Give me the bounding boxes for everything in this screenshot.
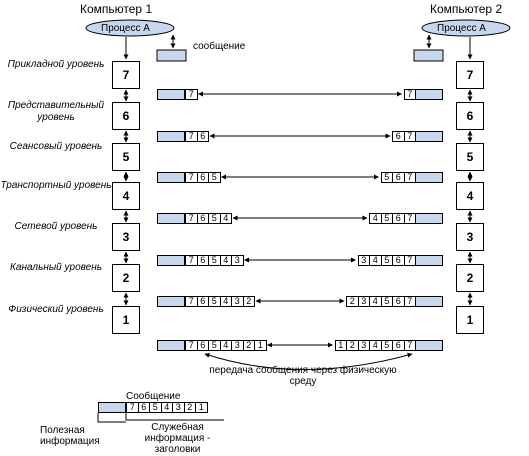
level-label: Сеансовый уровень — [9, 141, 103, 152]
level-box-right: 2 — [456, 264, 484, 292]
packet-header-cell: 2 — [242, 296, 255, 307]
process-right-label: Процесс А — [437, 23, 486, 34]
level-box-left: 3 — [112, 223, 140, 251]
packet-header-cell: 5 — [208, 172, 221, 183]
level-label: Сетевой уровень — [14, 221, 98, 232]
message-block-right — [413, 49, 444, 62]
packet-payload-right — [415, 296, 443, 307]
level-box-left: 2 — [112, 264, 140, 292]
level-box-right: 6 — [456, 102, 484, 130]
level-box-right: 5 — [456, 143, 484, 171]
level-box-left: 5 — [112, 143, 140, 171]
packet-payload-left — [157, 213, 185, 224]
legend-payload-bracket — [97, 413, 126, 423]
packet-payload-left — [157, 172, 185, 183]
packet-payload-right — [415, 255, 443, 266]
packet-payload-left — [157, 255, 185, 266]
level-box-left: 7 — [112, 61, 140, 89]
computer2-title: Компьютер 2 — [430, 2, 503, 16]
packet-payload-right — [415, 172, 443, 183]
packet-header-cell: 3 — [231, 255, 244, 266]
legend-service-label: Служебная информация - заголовки — [144, 422, 211, 455]
packet-header-cell: 6 — [196, 131, 209, 142]
packet-payload-right — [415, 213, 443, 224]
legend-service-bracket — [125, 413, 224, 421]
computer1-title: Компьютер 1 — [80, 2, 153, 16]
level-label: Канальный уровень — [10, 262, 102, 273]
level-label: Представительный уровень — [7, 100, 105, 123]
transfer-curve — [204, 352, 413, 370]
message-block-left — [156, 49, 187, 62]
level-box-left: 1 — [112, 306, 140, 334]
process-a-right-ellipse — [421, 19, 511, 37]
legend-message-label: Сообщение — [126, 391, 181, 402]
level-box-left: 6 — [112, 102, 140, 130]
legend-header-cell: 1 — [195, 402, 208, 413]
level-box-right: 1 — [456, 306, 484, 334]
level-box-right: 7 — [456, 61, 484, 89]
packet-payload-right — [415, 340, 443, 351]
level-label: Прикладной уровень — [7, 59, 105, 70]
process-a-left-ellipse — [85, 19, 175, 37]
packet-payload-left — [157, 340, 185, 351]
packet-payload-left — [157, 296, 185, 307]
packet-payload-right — [415, 89, 443, 100]
packet-header-cell: 7 — [185, 89, 198, 100]
packet-payload-right — [415, 131, 443, 142]
level-label: Транспортный уровень — [0, 180, 112, 191]
level-box-right: 4 — [456, 182, 484, 210]
level-box-right: 3 — [456, 223, 484, 251]
packet-payload-left — [157, 131, 185, 142]
legend-payload-label: Полезная информация — [40, 425, 100, 447]
transfer-label: передача сообщения через физическую сред… — [209, 365, 397, 387]
level-label: Физический уровень — [8, 304, 104, 315]
message-label: сообщение — [193, 41, 246, 52]
legend-payload-cell — [98, 402, 126, 413]
process-left-label: Процесс А — [101, 23, 150, 34]
level-box-left: 4 — [112, 182, 140, 210]
packet-payload-left — [157, 89, 185, 100]
packet-header-cell: 4 — [219, 213, 232, 224]
packet-header-cell: 1 — [254, 340, 267, 351]
